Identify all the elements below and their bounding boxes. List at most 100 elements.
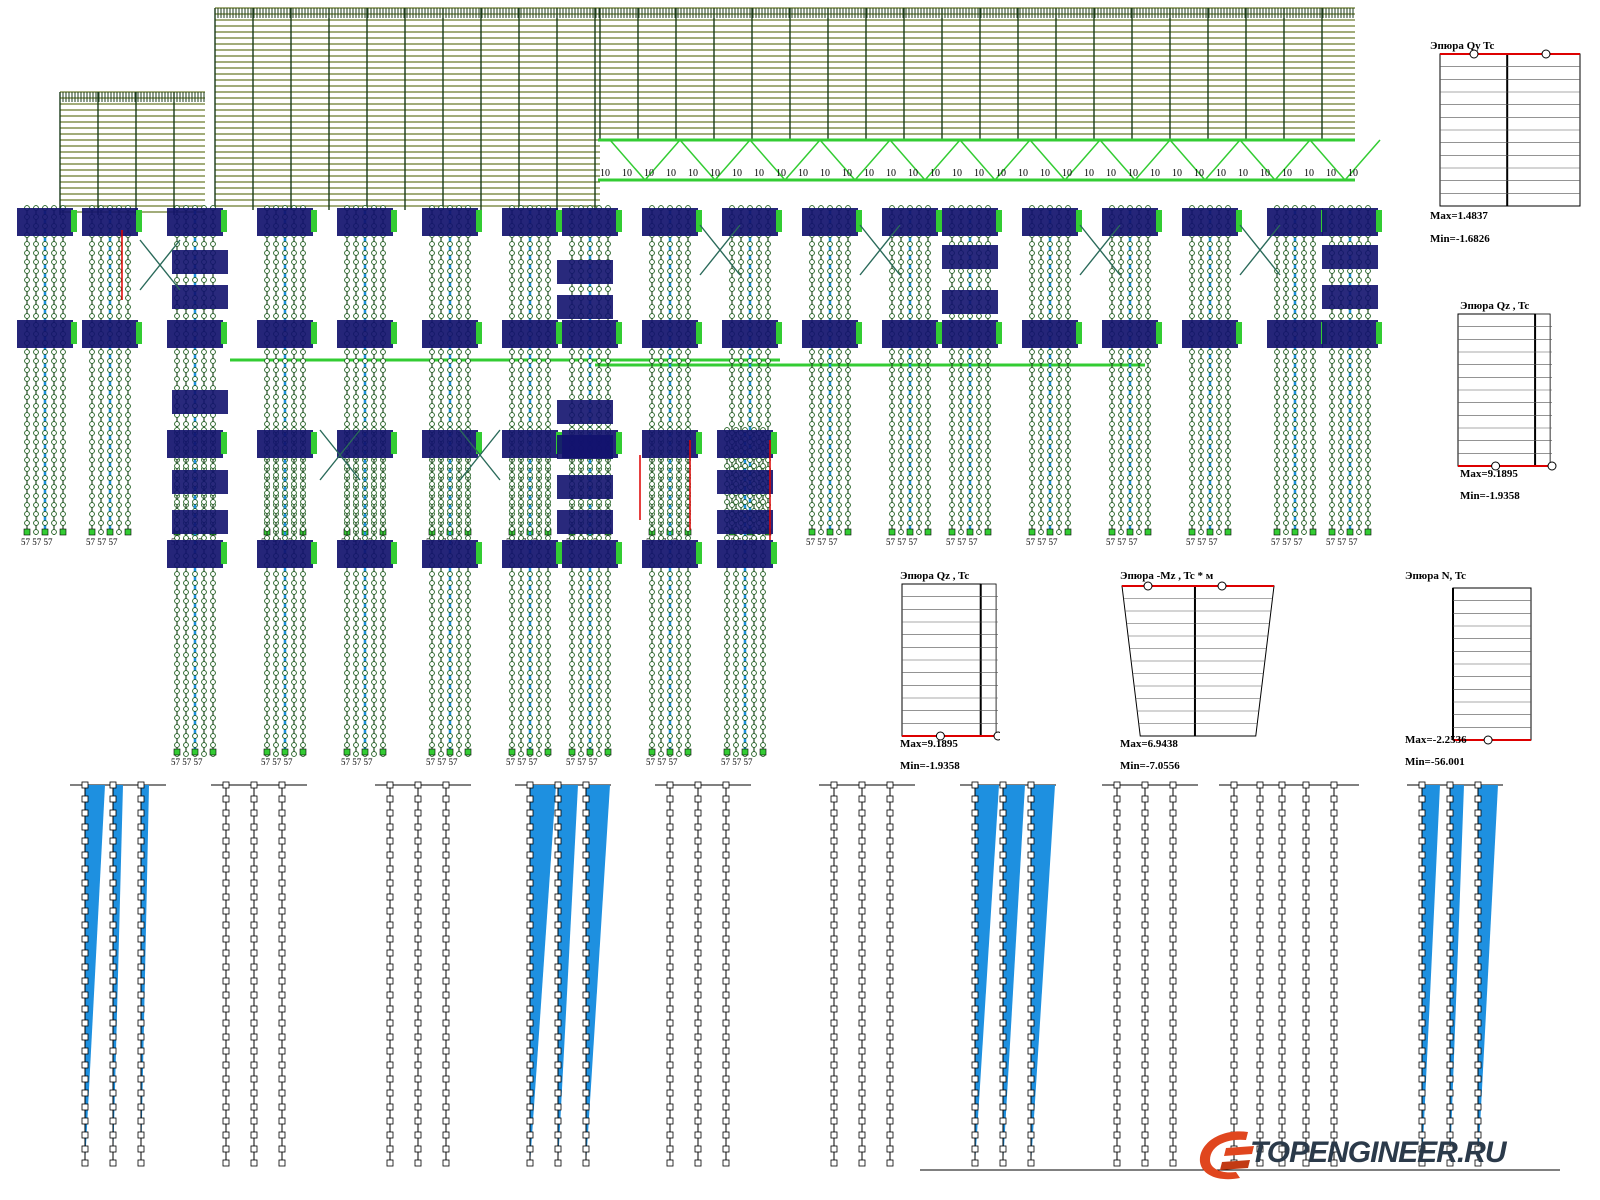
node-marker bbox=[518, 715, 524, 721]
node-marker bbox=[649, 472, 655, 478]
node-marker bbox=[1274, 430, 1280, 436]
node-marker bbox=[527, 652, 533, 658]
node-marker bbox=[658, 571, 664, 577]
node-marker bbox=[1365, 511, 1371, 517]
node-marker bbox=[362, 499, 368, 505]
node-block bbox=[717, 510, 773, 534]
node-marker bbox=[916, 484, 922, 490]
node-marker bbox=[24, 457, 30, 463]
node-marker bbox=[291, 625, 297, 631]
node-block bbox=[802, 208, 858, 236]
node-marker bbox=[676, 598, 682, 604]
node-marker bbox=[536, 580, 542, 586]
node-marker bbox=[649, 313, 655, 319]
member-label: 10 bbox=[754, 168, 764, 179]
node-marker bbox=[1283, 457, 1289, 463]
node-marker bbox=[362, 259, 368, 265]
node-marker bbox=[949, 430, 955, 436]
node-marker bbox=[33, 430, 39, 436]
node-marker bbox=[685, 688, 691, 694]
node-marker bbox=[907, 511, 913, 517]
node-marker bbox=[291, 571, 297, 577]
node-marker bbox=[60, 286, 66, 292]
node-marker bbox=[809, 349, 815, 355]
node-marker bbox=[916, 295, 922, 301]
node-marker bbox=[976, 439, 982, 445]
node-marker bbox=[60, 313, 66, 319]
node-marker bbox=[569, 670, 575, 676]
node-marker bbox=[1283, 241, 1289, 247]
node-marker bbox=[1198, 511, 1204, 517]
node-block bbox=[337, 208, 393, 236]
node-marker bbox=[210, 625, 216, 631]
node-marker bbox=[60, 349, 66, 355]
node-marker bbox=[596, 394, 602, 400]
node-marker bbox=[42, 484, 48, 490]
node-marker bbox=[967, 349, 973, 355]
node-marker bbox=[925, 268, 931, 274]
node-marker bbox=[51, 268, 57, 274]
node-marker bbox=[596, 598, 602, 604]
node-marker bbox=[1225, 520, 1231, 526]
node-marker bbox=[174, 580, 180, 586]
node-marker bbox=[125, 385, 131, 391]
node-marker bbox=[667, 358, 673, 364]
node-marker bbox=[658, 472, 664, 478]
node-marker bbox=[685, 634, 691, 640]
node-marker bbox=[465, 385, 471, 391]
node-marker bbox=[751, 634, 757, 640]
node-marker bbox=[273, 313, 279, 319]
node-marker bbox=[1136, 439, 1142, 445]
node-marker bbox=[733, 661, 739, 667]
node-marker bbox=[1283, 511, 1289, 517]
node-marker bbox=[545, 286, 551, 292]
node-marker bbox=[1029, 493, 1035, 499]
node-block bbox=[172, 285, 228, 309]
node-marker bbox=[747, 349, 753, 355]
node-marker bbox=[1136, 403, 1142, 409]
node-marker bbox=[438, 715, 444, 721]
member-label: 10 bbox=[688, 168, 698, 179]
node-marker bbox=[371, 295, 377, 301]
node-block bbox=[257, 208, 313, 236]
node-marker bbox=[1109, 250, 1115, 256]
node-marker bbox=[685, 277, 691, 283]
node-marker bbox=[733, 463, 739, 469]
node-marker bbox=[465, 394, 471, 400]
node-number-label: 57 57 57 bbox=[946, 537, 978, 547]
node-marker bbox=[1283, 376, 1289, 382]
node-marker bbox=[765, 241, 771, 247]
node-marker bbox=[116, 385, 122, 391]
node-marker bbox=[125, 430, 131, 436]
node-marker bbox=[1065, 421, 1071, 427]
node-marker bbox=[116, 304, 122, 310]
node-marker bbox=[889, 457, 895, 463]
node-marker bbox=[353, 625, 359, 631]
node-marker bbox=[889, 376, 895, 382]
node-marker bbox=[527, 259, 533, 265]
node-marker bbox=[845, 421, 851, 427]
node-marker bbox=[578, 679, 584, 685]
node-marker bbox=[447, 607, 453, 613]
node-marker bbox=[907, 448, 913, 454]
node-marker bbox=[925, 277, 931, 283]
node-marker bbox=[509, 385, 515, 391]
node-marker bbox=[210, 349, 216, 355]
node-marker bbox=[210, 277, 216, 283]
node-marker bbox=[1310, 394, 1316, 400]
node-marker bbox=[1109, 349, 1115, 355]
node-marker bbox=[676, 508, 682, 514]
node-marker bbox=[1225, 277, 1231, 283]
node-marker bbox=[1216, 430, 1222, 436]
node-marker bbox=[89, 394, 95, 400]
node-marker bbox=[658, 376, 664, 382]
node-marker bbox=[1127, 304, 1133, 310]
node-marker bbox=[125, 439, 131, 445]
node-marker bbox=[1356, 358, 1362, 364]
node-marker bbox=[116, 295, 122, 301]
node-marker bbox=[362, 697, 368, 703]
pile-node bbox=[81, 949, 89, 957]
node-marker bbox=[985, 403, 991, 409]
node-marker bbox=[429, 688, 435, 694]
node-marker bbox=[527, 463, 533, 469]
